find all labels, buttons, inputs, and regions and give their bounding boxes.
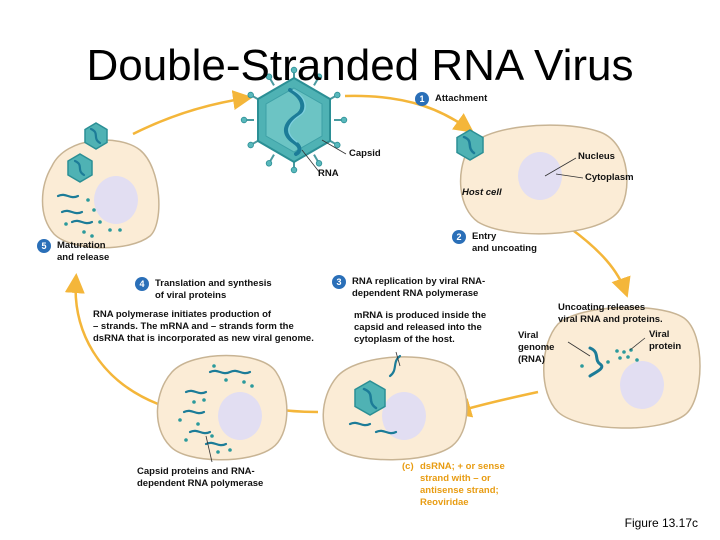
page-title: Double-Stranded RNA Virus (86, 41, 634, 90)
nucleus-label: Nucleus (578, 151, 615, 162)
cell-attachment (456, 124, 628, 235)
step-label: Maturation and release (57, 240, 110, 263)
step-number-badge: 5 (37, 239, 51, 253)
cell-replication (322, 354, 468, 461)
step-translation: 4 Translation and synthesis of viral pro… (135, 277, 272, 302)
viral-protein-label: Viral protein (649, 329, 682, 352)
uncoating-note: Uncoating releases viral RNA and protein… (558, 302, 663, 325)
nucleus-shape (518, 152, 562, 200)
released-virion (84, 122, 108, 150)
arrow-to-maturation (64, 273, 159, 406)
step-label: Attachment (435, 93, 488, 104)
arrow-to-virion (132, 90, 253, 136)
polymerase-note: RNA polymerase initiates production of –… (93, 309, 314, 344)
cell-maturation (41, 122, 160, 249)
cell-translation (156, 354, 288, 461)
step-number-badge: 3 (332, 275, 346, 289)
step-number-badge: 2 (452, 230, 466, 244)
viral-genome-strand (588, 346, 604, 378)
step-label: Entry and uncoating (472, 231, 537, 254)
figure-number: Figure 13.17c (624, 516, 698, 530)
host-cell-label: Host cell (462, 187, 502, 198)
arrow-to-replication (451, 390, 539, 418)
step-attachment: 1 Attachment (415, 92, 488, 106)
step-number-badge: 1 (415, 92, 429, 106)
capsid-proteins-label: Capsid proteins and RNA- dependent RNA p… (137, 466, 264, 489)
protein-leader (629, 337, 646, 351)
caption-letter: (c) (402, 461, 414, 472)
attaching-virion (456, 129, 484, 161)
step-entry: 2 Entry and uncoating (452, 230, 537, 255)
capsid-leader (321, 139, 347, 155)
capsid-proteins-leader (205, 435, 213, 463)
virion-rna (284, 88, 305, 156)
step-replication: 3 RNA replication by viral RNA- dependen… (332, 275, 486, 300)
nucleus-leader (544, 157, 577, 177)
step-label: Translation and synthesis of viral prote… (155, 278, 272, 301)
cytoplasm-leader (555, 173, 584, 179)
rna-leader (301, 149, 321, 174)
cytoplasm-label: Cytoplasm (585, 172, 634, 183)
capsid-label: Capsid (349, 148, 381, 159)
step-maturation: 5 Maturation and release (37, 239, 110, 264)
step-label: RNA replication by viral RNA- dependent … (352, 276, 486, 299)
viral-genome-label: Viral genome (RNA) (518, 330, 555, 365)
caption-text: dsRNA; + or sense strand with – or antis… (420, 461, 505, 508)
cell-uncoating (543, 306, 701, 429)
central-virion (240, 66, 348, 174)
maturing-virion (67, 153, 93, 183)
arrow-to-uncoating (569, 226, 631, 298)
genome-leader (567, 341, 591, 357)
rna-label: RNA (318, 168, 339, 179)
mrna-leader (395, 351, 401, 367)
replicating-virion (354, 380, 386, 416)
step-number-badge: 4 (135, 277, 149, 291)
mrna-note: mRNA is produced inside the capsid and r… (354, 310, 487, 345)
